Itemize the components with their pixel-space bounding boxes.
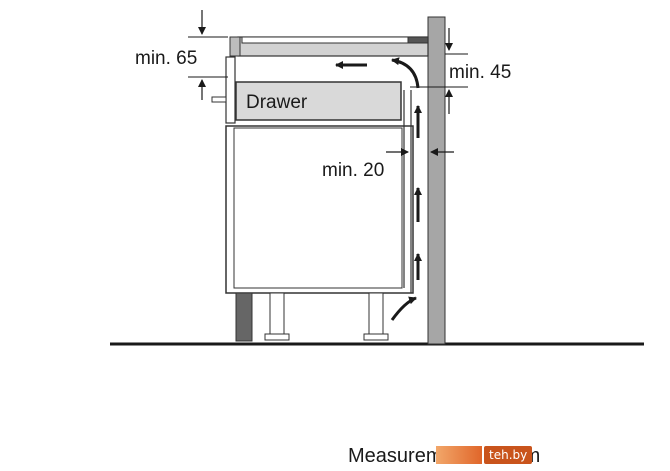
front-panel-top: [225, 56, 236, 124]
watermark-logo: [436, 446, 482, 464]
airflow-arrows: [335, 57, 422, 321]
wall: [427, 16, 446, 345]
cabinet-body: [225, 125, 414, 294]
cabinet-inner: [233, 127, 403, 289]
leg-right: [368, 292, 384, 337]
dimension-min-45: [410, 28, 468, 114]
min-65-label: min. 65: [135, 48, 197, 69]
min-45-label: min. 45: [449, 62, 511, 83]
min-20-label: min. 20: [322, 160, 384, 181]
leg-left: [269, 292, 285, 337]
plinth: [235, 292, 253, 342]
hob: [241, 36, 413, 44]
watermark-text: teh.by: [484, 446, 533, 464]
knob: [211, 96, 227, 103]
airflow-curve-bottom: [390, 296, 417, 321]
leg-left-foot: [264, 333, 290, 341]
airflow-curve-top: [391, 57, 420, 89]
dimension-min-65: [188, 10, 228, 100]
drawer-label: Drawer: [246, 92, 308, 113]
countertop-edge: [229, 36, 241, 57]
hob-frame: [407, 36, 429, 44]
leg-right-foot: [363, 333, 389, 341]
watermark: teh.by: [436, 443, 533, 467]
drawer: [235, 81, 402, 121]
